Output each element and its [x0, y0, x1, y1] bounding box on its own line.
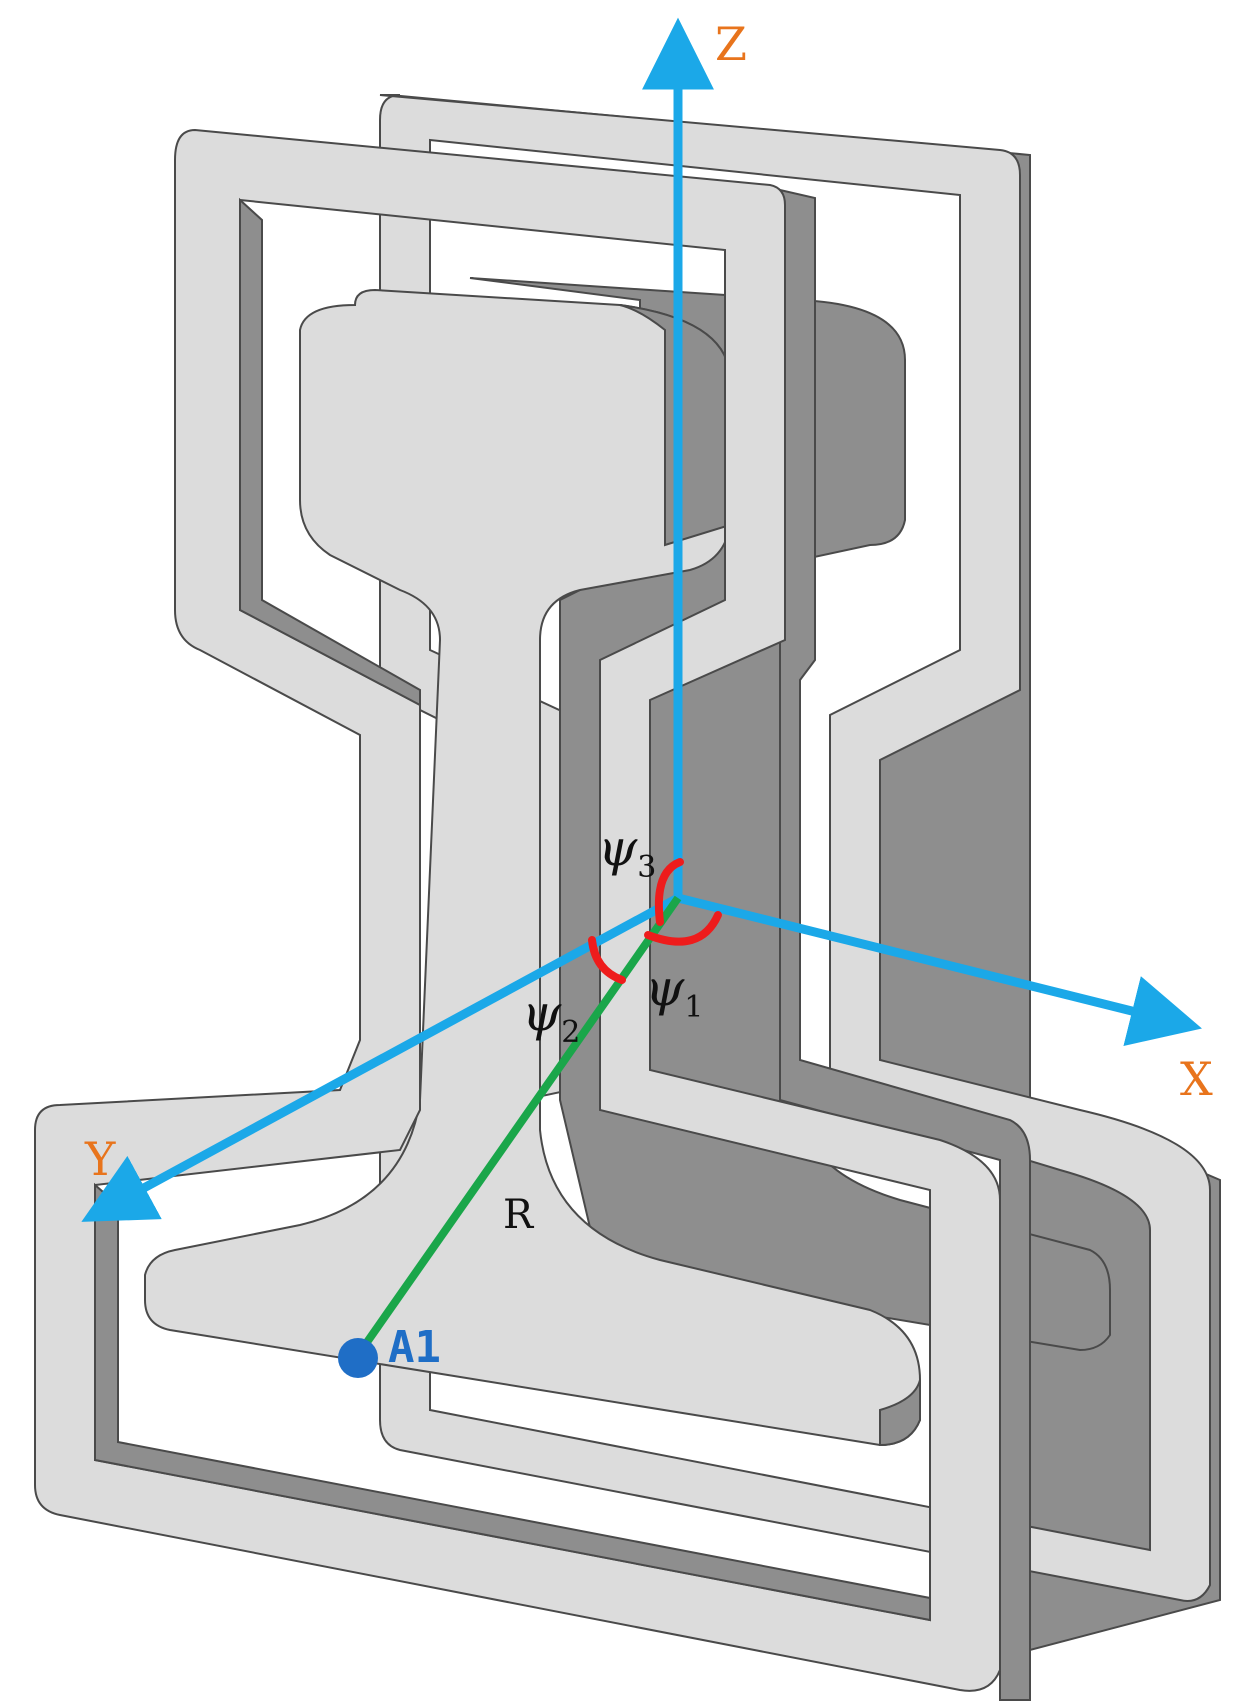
angle-arcs [588, 858, 722, 984]
psi2-arc [588, 936, 626, 984]
psi1-symbol: ψ [645, 959, 685, 1017]
psi2-subscript: 2 [561, 1015, 580, 1050]
psi2-label: ψ2 [522, 984, 580, 1050]
point-a1-marker [338, 1338, 378, 1378]
psi3-label: ψ3 [598, 819, 656, 885]
x-axis [676, 893, 1202, 1047]
psi3-arc [654, 858, 684, 926]
psi3-symbol: ψ [598, 819, 638, 877]
point-a1-label: A1 [388, 1322, 441, 1373]
z-axis-label: Z [715, 17, 747, 71]
angle-labels: ψ3 ψ1 ψ2 [522, 819, 703, 1050]
psi2-symbol: ψ [522, 984, 562, 1042]
y-axis [81, 894, 681, 1222]
psi3-subscript: 3 [637, 850, 656, 885]
radius-label: R [503, 1192, 535, 1238]
point-a1: A1 [338, 1322, 441, 1378]
radius: R [354, 895, 682, 1358]
front-frame-inner-wall [239, 197, 421, 707]
y-axis-label: Y [84, 1132, 116, 1186]
psi1-arc [644, 911, 722, 946]
rail-profile-base-depth [879, 1379, 921, 1447]
radius-line [354, 895, 682, 1358]
x-axis-label: X [1180, 1052, 1213, 1106]
psi1-label: ψ1 [645, 959, 703, 1025]
psi1-subscript: 1 [684, 990, 703, 1025]
axes: Z X Y [81, 17, 1213, 1222]
